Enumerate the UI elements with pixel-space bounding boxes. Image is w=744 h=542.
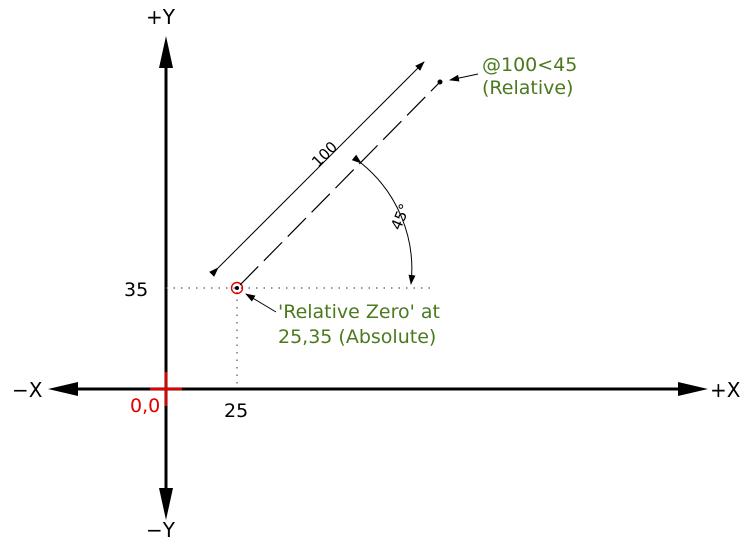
y-axis-positive-arrow [159, 36, 173, 68]
x-axis: −X +X [12, 378, 741, 402]
target-leader-line [449, 73, 479, 82]
target-annotation-line2: (Relative) [482, 77, 573, 99]
target-annotation-line1: @100<45 [482, 54, 577, 76]
length-dimension-line [209, 61, 425, 277]
relative-zero-circle [230, 281, 244, 295]
direction-dashed-line [239, 81, 441, 286]
zero-annotation-line2: 25,35 (Absolute) [278, 326, 436, 348]
relative-zero-dot [235, 286, 239, 290]
angle-arc [351, 154, 416, 285]
angle-label: 45° [387, 201, 414, 233]
y-axis-negative-arrow [159, 488, 173, 520]
origin-label: 0,0 [130, 395, 160, 417]
x-pos-label: +X [710, 378, 741, 402]
zero-leader-line [245, 293, 277, 313]
y-pos-label: +Y [146, 5, 176, 29]
x-axis-positive-arrow [678, 382, 708, 396]
y-neg-label: −Y [146, 518, 176, 542]
length-dimension-label: 100 [308, 138, 341, 171]
y-axis: +Y −Y [146, 5, 176, 542]
x-tick-25: 25 [224, 400, 248, 422]
target-leader: @100<45 (Relative) [449, 54, 577, 99]
zero-leader: 'Relative Zero' at 25,35 (Absolute) [245, 293, 440, 348]
target-point [437, 79, 443, 85]
x-axis-negative-arrow [48, 382, 78, 396]
x-neg-label: −X [12, 378, 43, 402]
y-tick-35: 35 [124, 279, 148, 301]
relative-zero-marker [230, 281, 244, 295]
origin-marker: 0,0 [130, 372, 182, 417]
zero-annotation-line1: 'Relative Zero' at [278, 301, 440, 323]
